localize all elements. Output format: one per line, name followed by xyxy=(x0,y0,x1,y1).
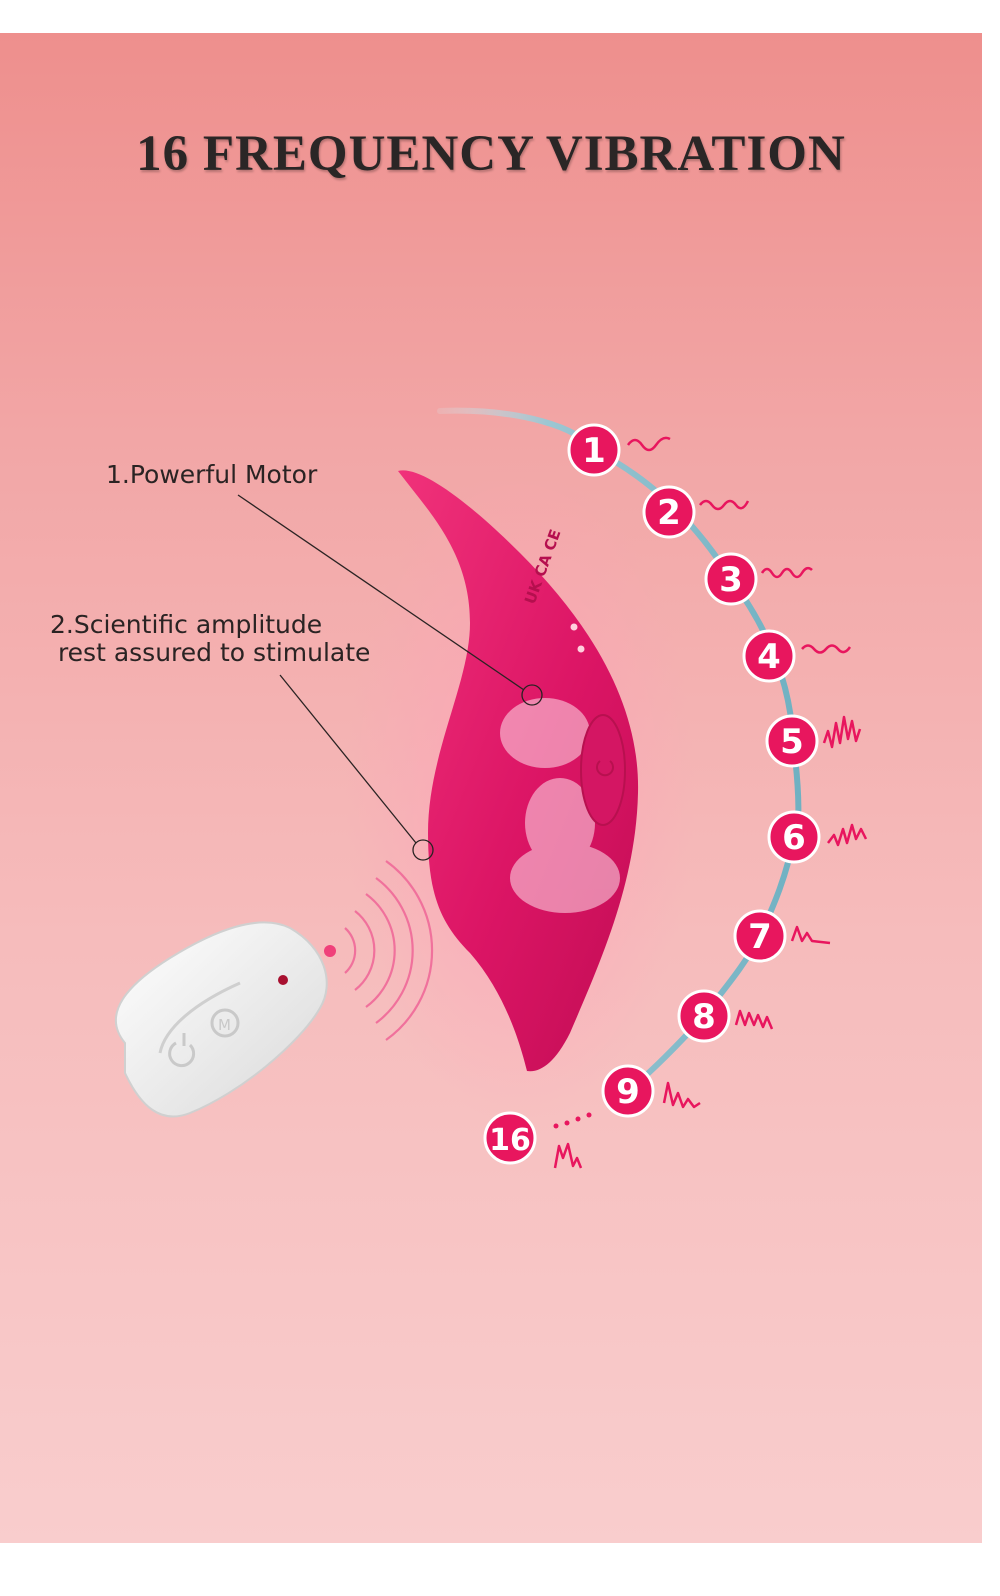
mode-number: 8 xyxy=(692,997,716,1037)
mode-number: 2 xyxy=(657,493,681,533)
signal-waves-icon xyxy=(324,860,434,1041)
page-title: 16 FREQUENCY VIBRATION xyxy=(136,126,846,182)
waveform-icon xyxy=(827,823,868,847)
mode-number: 5 xyxy=(780,722,804,762)
mode-number: 1 xyxy=(582,431,606,471)
device-body: UK CA CE xyxy=(398,470,639,1072)
mode-badge-8: 8 xyxy=(677,989,774,1043)
remote-control: M xyxy=(114,921,328,1118)
mode-number: 9 xyxy=(616,1072,640,1112)
waveform-icon xyxy=(553,1142,583,1169)
callout-amplitude: 2.Scientific amplitude rest assured to s… xyxy=(50,610,371,667)
mode-badge-2: 2 xyxy=(642,485,750,539)
mode-badge-7: 7 xyxy=(733,909,831,963)
mode-number: 7 xyxy=(748,917,772,957)
mode-icon: M xyxy=(210,1008,240,1038)
callout-leaders xyxy=(237,494,543,861)
mode-number: 4 xyxy=(757,637,781,677)
mode-number: 16 xyxy=(489,1123,531,1158)
waveform-icon xyxy=(662,1081,701,1109)
waveform-icon xyxy=(734,1009,774,1030)
waveform-icon xyxy=(801,644,852,654)
mode-number: 3 xyxy=(719,560,743,600)
svg-text:M: M xyxy=(218,1016,231,1034)
waveform-icon xyxy=(790,925,831,945)
mode-badge-6: 6 xyxy=(767,810,868,864)
mode-badge-1: 1 xyxy=(567,423,671,477)
illustration: UK CA CE xyxy=(114,407,868,1169)
mode-badge-3: 3 xyxy=(704,552,813,606)
mode-badge-16: 16 xyxy=(483,1111,583,1169)
waveform-icon xyxy=(760,566,813,579)
waveform-icon xyxy=(626,436,671,452)
power-icon xyxy=(168,1033,196,1068)
product-banner: UK CA CE xyxy=(0,33,982,1543)
waveform-icon xyxy=(699,499,750,511)
waveform-icon xyxy=(822,715,862,749)
ellipsis-dots xyxy=(553,1112,592,1129)
mode-badge-5: 5 xyxy=(765,714,862,768)
callout-motor: 1.Powerful Motor xyxy=(106,460,318,489)
mode-badge-4: 4 xyxy=(742,629,852,683)
mode-badge-9: 9 xyxy=(601,1064,701,1118)
mode-badges: 1 234 5 6 78 9 16 xyxy=(483,423,868,1169)
mode-number: 6 xyxy=(782,818,806,858)
